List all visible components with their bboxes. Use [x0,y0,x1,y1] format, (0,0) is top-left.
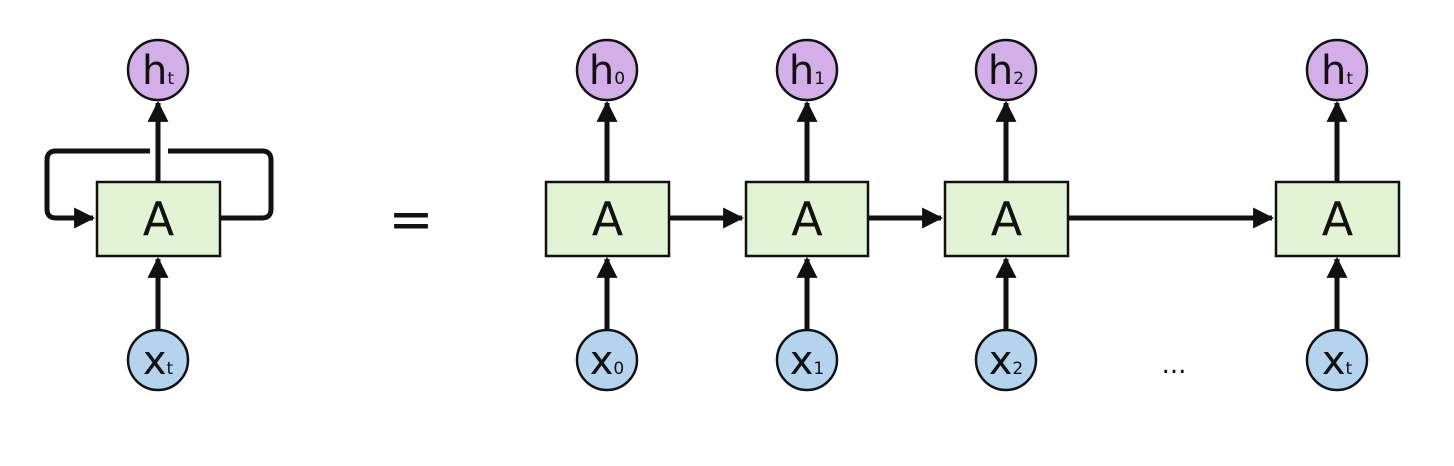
input-label-sub: 2 [1012,359,1023,379]
svg-text:ht: ht [1321,48,1353,94]
cell-box [744,180,870,258]
output-label-main: h [142,48,167,94]
input-label-sub: t [1346,359,1353,379]
cell-box [943,180,1070,258]
cell-label: A [1322,192,1354,246]
unrolled-step: A h1 x1 [744,38,870,392]
input-label-main: x [143,338,167,384]
ellipsis: ... [1162,350,1187,380]
input-label-main: x [1322,338,1346,384]
svg-text:x1: x1 [790,338,825,384]
output-label-sub: 1 [814,69,825,89]
output-label-main: h [988,48,1013,94]
svg-text:x2: x2 [989,338,1024,384]
unrolled-step: A h0 x0 [544,38,671,392]
svg-text:h0: h0 [589,48,625,94]
unrolled-step: A ht xt [1274,38,1401,392]
cell-box [544,180,671,258]
output-label-sub: t [1346,69,1353,89]
folded-rnn: A ht xt [44,38,274,392]
svg-text:h1: h1 [789,48,825,94]
output-node [775,38,839,102]
svg-text:h2: h2 [988,48,1024,94]
output-node [1305,38,1369,102]
output-label-main: h [789,48,814,94]
output-label-sub: t [167,69,174,89]
unrolled-step: A h2 x2 [943,38,1070,392]
folded-output-node: ht [126,38,190,102]
output-node [575,38,639,102]
input-label-sub: 0 [613,359,624,379]
output-label-sub: 2 [1013,69,1024,89]
input-label-sub: t [167,359,174,379]
input-label-sub: 1 [813,359,824,379]
output-label-sub: 0 [614,69,625,89]
input-node [775,328,839,392]
output-label-main: h [589,48,614,94]
cell-box [1274,180,1401,258]
input-label-main: x [790,338,814,384]
folded-input-node: xt [126,328,190,392]
cell-label: A [991,192,1023,246]
input-node [575,328,639,392]
cell-label: A [143,192,175,246]
input-label-main: x [590,338,614,384]
svg-text:ht: ht [142,48,174,94]
cell-label: A [791,192,823,246]
svg-text:x0: x0 [590,338,625,384]
folded-cell: A [95,180,222,258]
input-node [974,328,1038,392]
unrolled-rnn: A h0 x0 A h1 x1 A h2 x2 [544,38,1401,392]
cell-label: A [592,192,624,246]
input-node [1305,328,1369,392]
output-node [974,38,1038,102]
output-label-main: h [1321,48,1346,94]
equals-sign: = [388,188,433,251]
svg-text:xt: xt [1322,338,1353,384]
input-label-main: x [989,338,1013,384]
svg-text:xt: xt [143,338,174,384]
